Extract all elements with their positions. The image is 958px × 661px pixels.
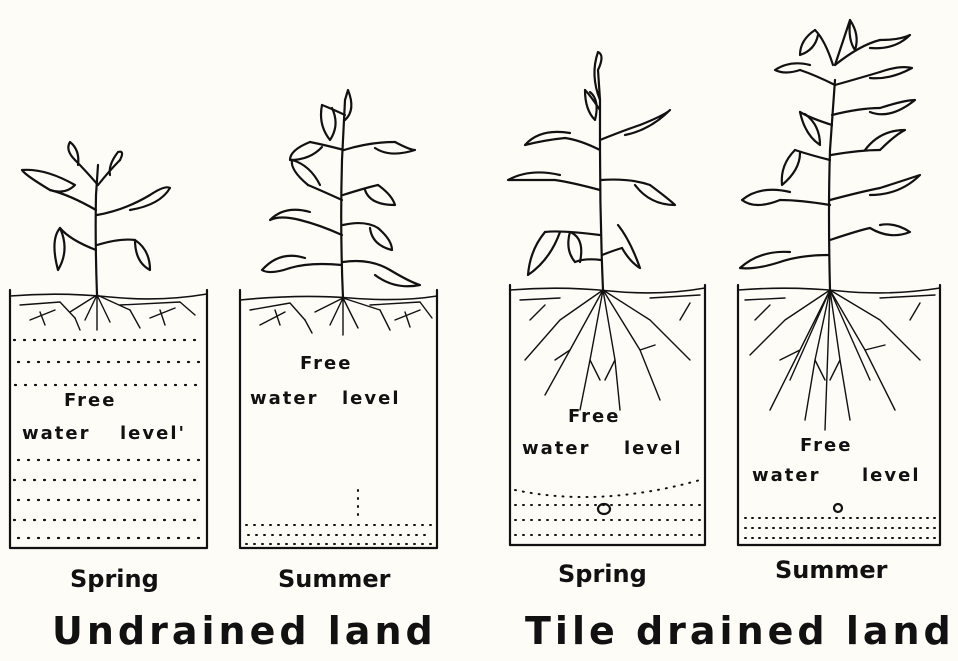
group-title-undrained: Undrained land <box>52 612 437 650</box>
roots-tile-spring <box>520 290 700 410</box>
free-label-undrained-spring: Free <box>64 392 116 410</box>
season-label-tile-summer: Summer <box>775 558 888 582</box>
container-undrained-spring <box>10 290 207 548</box>
level-label-undrained-summer: level <box>342 390 401 408</box>
dots-undrained-summer <box>246 490 432 544</box>
roots-tile-summer <box>745 290 935 430</box>
tile-drain-icon-summer <box>834 504 842 512</box>
level-label-undrained-spring: level' <box>120 425 186 443</box>
dots-tile-spring <box>515 480 700 535</box>
plant-undrained-summer <box>262 90 420 298</box>
dots-tile-summer <box>745 518 935 538</box>
level-label-tile-spring: level <box>624 440 683 458</box>
season-label-undrained-spring: Spring <box>70 567 159 591</box>
water-label-undrained-spring: water <box>22 425 90 443</box>
plant-undrained-spring <box>22 142 170 295</box>
free-label-tile-summer: Free <box>800 437 852 455</box>
water-label-undrained-summer: water <box>250 390 318 408</box>
water-label-tile-spring: water <box>522 440 590 458</box>
container-undrained-summer <box>240 290 437 548</box>
season-label-undrained-summer: Summer <box>278 567 391 591</box>
roots-undrained-summer <box>250 298 432 335</box>
plant-tile-summer <box>740 20 920 290</box>
water-label-tile-summer: water <box>752 467 820 485</box>
roots-undrained-spring <box>20 295 195 330</box>
container-tile-summer <box>738 285 940 545</box>
free-label-tile-spring: Free <box>568 408 620 426</box>
plant-tile-spring <box>508 52 675 290</box>
group-title-tile-drained: Tile drained land <box>525 612 955 650</box>
season-label-tile-spring: Spring <box>558 562 647 586</box>
free-label-undrained-summer: Free <box>300 355 352 373</box>
level-label-tile-summer: level <box>862 467 921 485</box>
